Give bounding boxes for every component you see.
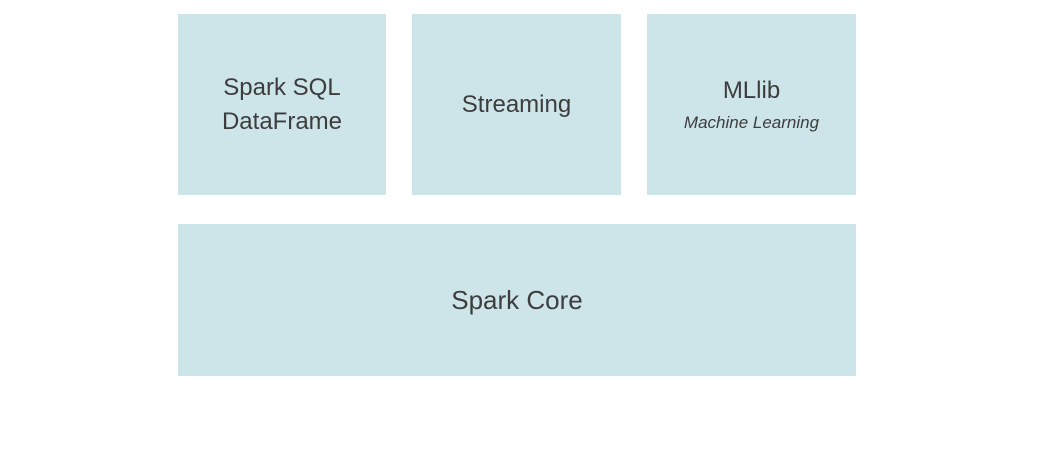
box-streaming: Streaming [412, 14, 621, 195]
mllib-title: MLlib [722, 77, 781, 104]
box-spark-core: Spark Core [178, 224, 856, 376]
box-mllib: MLlib Machine Learning [647, 14, 856, 195]
box-spark-sql-dataframe: Spark SQL DataFrame [178, 14, 386, 195]
spark-sql-label-line2: DataFrame [221, 107, 343, 135]
spark-sql-label: Spark SQL DataFrame [222, 71, 342, 139]
mllib-subtitle: Machine Learning [683, 113, 820, 132]
streaming-label: Streaming [461, 90, 572, 118]
spark-sql-label-line1: Spark SQL [223, 73, 341, 101]
spark-core-label: Spark Core [451, 285, 583, 315]
